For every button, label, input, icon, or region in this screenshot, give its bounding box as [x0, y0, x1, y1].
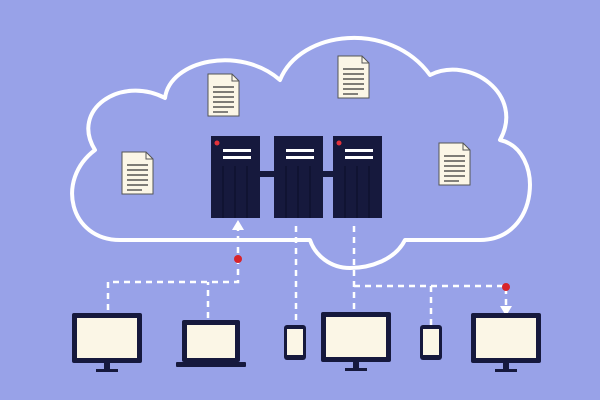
cloud-icon	[70, 35, 532, 270]
server-link	[258, 171, 278, 177]
arrow-up-icon	[232, 220, 244, 230]
server-rack-icon	[333, 136, 382, 218]
connection-lines	[106, 226, 508, 326]
document-icon	[207, 73, 240, 117]
document-icon	[121, 151, 154, 195]
server-rack-icon	[274, 136, 323, 218]
document-icon	[438, 142, 471, 186]
arrow-down-icon	[500, 306, 512, 316]
desktop-monitor-icon	[72, 313, 142, 372]
connection-line	[106, 228, 240, 310]
server-rack-icon	[211, 136, 260, 218]
document-icon	[337, 55, 370, 99]
smartphone-icon	[420, 325, 442, 360]
server-link	[320, 171, 336, 177]
desktop-monitor-icon	[321, 312, 391, 371]
connection-line	[354, 284, 508, 308]
desktop-monitor-icon	[471, 313, 541, 372]
smartphone-icon	[284, 325, 306, 360]
laptop-icon	[176, 320, 246, 367]
connection-node	[234, 255, 242, 263]
connection-node	[502, 283, 510, 291]
